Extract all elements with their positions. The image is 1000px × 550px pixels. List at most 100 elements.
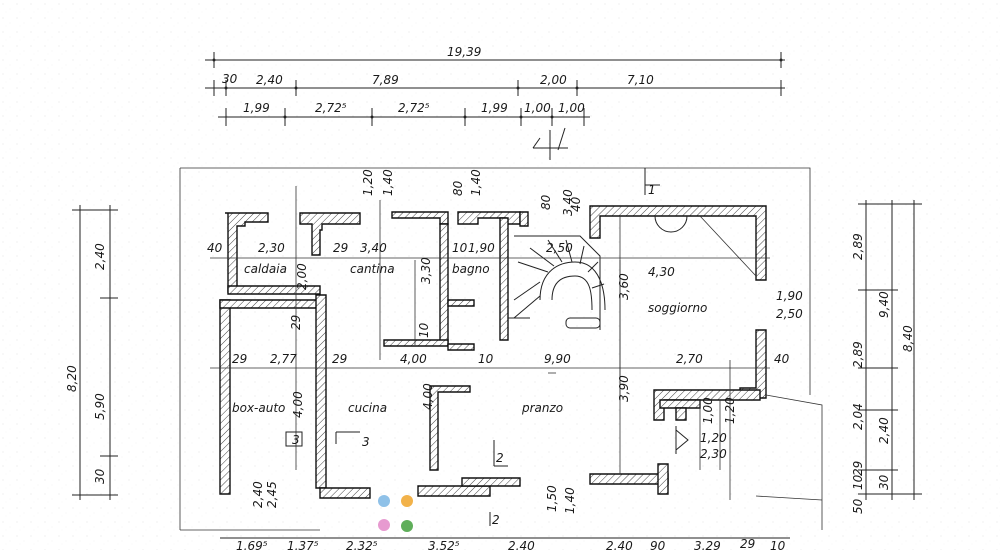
svg-text:1,90: 1,90	[776, 289, 803, 303]
svg-text:2,77: 2,77	[270, 352, 297, 366]
section-arrow-top	[532, 127, 568, 160]
dim-row2-c: 2,72⁵	[398, 101, 430, 115]
svg-text:40: 40	[774, 352, 790, 366]
svg-text:3,40: 3,40	[360, 241, 387, 255]
svg-text:29: 29	[740, 537, 755, 550]
svg-text:5,90: 5,90	[93, 393, 107, 420]
location-pins	[378, 495, 413, 532]
dim-row2-d: 1,99	[481, 101, 508, 115]
svg-text:29: 29	[851, 461, 865, 476]
dim-row1-c: 7,89	[372, 73, 399, 87]
svg-text:9,90: 9,90	[544, 352, 571, 366]
pink-pin-icon	[378, 519, 390, 531]
top-dimension-chains: 19,39 30 2,40 7,89 2,00 7,10 1,99 2,72⁵ …	[205, 45, 785, 126]
room-cantina: cantina	[350, 262, 395, 276]
svg-text:80: 80	[451, 180, 465, 196]
svg-text:1,90: 1,90	[468, 241, 495, 255]
svg-text:30: 30	[93, 468, 107, 484]
svg-text:1,00: 1,00	[701, 397, 715, 424]
svg-text:2,50: 2,50	[776, 307, 803, 321]
svg-text:2,89: 2,89	[851, 233, 865, 260]
orange-pin-icon	[401, 495, 413, 507]
svg-text:29: 29	[332, 352, 347, 366]
svg-text:1,20: 1,20	[700, 431, 727, 445]
svg-text:29: 29	[333, 241, 348, 255]
svg-text:2,40: 2,40	[877, 417, 891, 444]
svg-text:2,40: 2,40	[508, 539, 535, 550]
interior-dimensions: 1,20 1,40 80 1,40 80 3,40 40 2,40 40 2,3…	[207, 169, 803, 461]
section-markers: 3 3 2 2 1	[285, 426, 689, 527]
svg-text:3,29: 3,29	[694, 539, 721, 550]
dim-row2-b: 2,72⁵	[315, 101, 347, 115]
svg-text:3,40: 3,40	[561, 189, 575, 216]
svg-text:4,00: 4,00	[400, 352, 427, 366]
svg-text:30: 30	[877, 474, 891, 490]
svg-text:40: 40	[569, 196, 583, 212]
dim-row2-e: 1,00	[524, 101, 551, 115]
site-outline	[180, 167, 811, 395]
svg-text:3,90: 3,90	[617, 375, 631, 402]
svg-text:2,40: 2,40	[93, 243, 107, 270]
svg-text:80: 80	[539, 194, 553, 210]
svg-text:2,70: 2,70	[676, 352, 703, 366]
svg-text:2,50: 2,50	[546, 241, 573, 255]
svg-text:1,40: 1,40	[381, 169, 395, 196]
svg-text:1,40: 1,40	[469, 169, 483, 196]
svg-text:10: 10	[417, 322, 431, 338]
dim-row2-f: 1,00	[558, 101, 585, 115]
svg-text:4,00: 4,00	[421, 383, 435, 410]
svg-text:1,69⁵: 1,69⁵	[236, 539, 268, 550]
svg-text:3: 3	[362, 435, 370, 449]
bottom-dimensions: 2,40 2,45 1,50 1,40 1,69⁵ 1,37⁵ 2,32⁵ 3,…	[220, 481, 790, 550]
svg-text:10: 10	[770, 539, 786, 550]
svg-text:40: 40	[207, 241, 223, 255]
svg-text:3: 3	[292, 433, 300, 447]
walls	[219, 205, 767, 499]
svg-text:1,40: 1,40	[563, 487, 577, 514]
svg-text:10: 10	[452, 241, 468, 255]
svg-text:2,40: 2,40	[251, 481, 265, 508]
left-dimensions: 2,40 8,20 5,90 30	[65, 205, 118, 500]
dim-row1-b: 2,40	[256, 73, 283, 87]
svg-text:8,40: 8,40	[901, 325, 915, 352]
dim-row1-a: 30	[222, 72, 238, 86]
svg-text:1,20: 1,20	[361, 169, 375, 196]
section-marker-1: 1	[644, 168, 660, 197]
right-dimensions: 2,89 9,40 2,89 8,40 2,04 2,40 29 10 30 5…	[851, 200, 922, 514]
svg-text:8,20: 8,20	[65, 365, 79, 392]
room-pranzo: pranzo	[521, 401, 563, 415]
svg-text:3,30: 3,30	[419, 257, 433, 284]
room-soggiorno-area: 4,30	[648, 265, 675, 279]
svg-text:90: 90	[650, 539, 666, 550]
svg-text:10: 10	[851, 474, 865, 490]
svg-text:2,89: 2,89	[851, 341, 865, 368]
room-caldaia: caldaia	[244, 262, 287, 276]
blue-pin-icon	[378, 495, 390, 507]
svg-text:2,30: 2,30	[258, 241, 285, 255]
svg-text:3,60: 3,60	[617, 273, 631, 300]
svg-text:1,50: 1,50	[545, 485, 559, 512]
svg-text:9,40: 9,40	[877, 291, 891, 318]
room-bagno: bagno	[452, 262, 490, 276]
dim-row2-a: 1,99	[243, 101, 270, 115]
svg-text:2,30: 2,30	[700, 447, 727, 461]
dim-row1-e: 7,10	[627, 73, 654, 87]
svg-text:2,45: 2,45	[265, 481, 279, 508]
svg-text:29: 29	[289, 315, 303, 330]
svg-text:2: 2	[496, 451, 504, 465]
svg-text:2,04: 2,04	[851, 403, 865, 430]
terrace-outline	[765, 394, 823, 530]
svg-text:2,32⁵: 2,32⁵	[346, 539, 378, 550]
room-labels: caldaia cantina bagno 4,30 soggiorno box…	[232, 262, 707, 415]
room-box-auto: box-auto	[232, 401, 285, 415]
dim-overall: 19,39	[447, 45, 481, 59]
svg-text:2: 2	[492, 513, 500, 527]
green-pin-icon	[401, 520, 413, 532]
dim-row1-d: 2,00	[540, 73, 567, 87]
svg-text:4,00: 4,00	[291, 391, 305, 418]
svg-text:29: 29	[232, 352, 247, 366]
svg-text:1,37⁵: 1,37⁵	[287, 539, 319, 550]
svg-text:1: 1	[648, 183, 656, 197]
svg-text:1,20: 1,20	[723, 397, 737, 424]
guide-lines	[210, 186, 770, 500]
